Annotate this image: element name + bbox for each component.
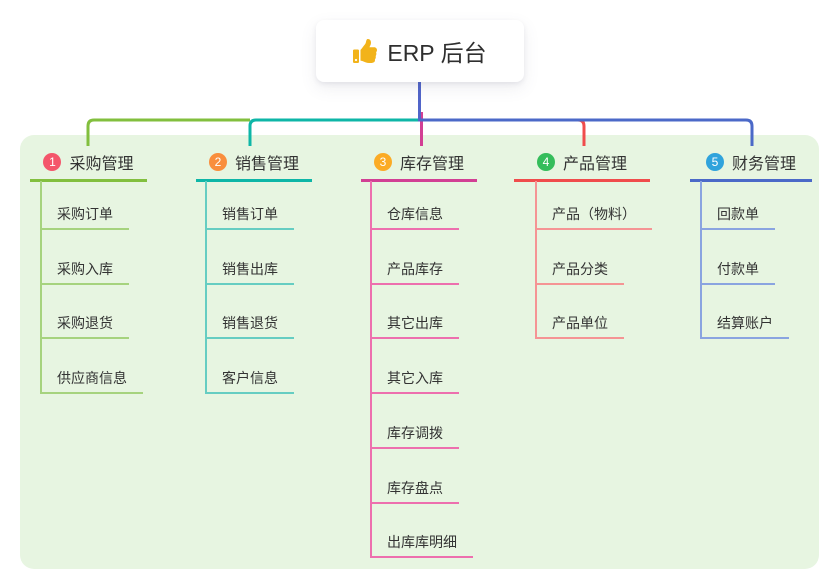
branch-node-5[interactable]: 5 财务管理: [690, 149, 812, 182]
thumbs-up-icon: [353, 39, 378, 63]
child-rail-line: [370, 181, 372, 559]
child-node[interactable]: 回款单: [700, 204, 775, 230]
child-node[interactable]: 销售订单: [205, 204, 294, 230]
child-node[interactable]: 出库库明细: [370, 532, 473, 558]
branch-number-badge: 3: [373, 153, 392, 171]
branch-label: 库存管理: [399, 156, 464, 173]
child-node[interactable]: 库存调拨: [370, 423, 459, 449]
branch-node-2[interactable]: 2 销售管理: [196, 149, 312, 182]
child-node[interactable]: 仓库信息: [370, 204, 459, 230]
branch-label: 财务管理: [731, 156, 796, 173]
mindmap-background-panel: [20, 135, 819, 569]
child-node[interactable]: 产品库存: [370, 259, 459, 285]
child-node[interactable]: 付款单: [700, 259, 775, 285]
branch-node-3[interactable]: 3 库存管理: [361, 149, 477, 182]
branch-label: 销售管理: [234, 156, 299, 173]
child-node[interactable]: 供应商信息: [40, 368, 143, 394]
child-node[interactable]: 其它入库: [370, 368, 459, 394]
child-rail-line: [535, 181, 537, 340]
child-node[interactable]: 产品（物料）: [535, 204, 652, 230]
branch-number-badge: 2: [208, 153, 227, 171]
child-rail-line: [40, 181, 42, 395]
root-node[interactable]: ERP 后台: [316, 20, 524, 82]
child-node[interactable]: 销售出库: [205, 259, 294, 285]
branch-node-1[interactable]: 1 采购管理: [30, 149, 147, 182]
root-node-label: ERP 后台: [387, 40, 487, 66]
child-node[interactable]: 销售退货: [205, 313, 294, 339]
child-node[interactable]: 产品分类: [535, 259, 624, 285]
child-node[interactable]: 采购退货: [40, 313, 129, 339]
child-rail-line: [205, 181, 207, 395]
child-node[interactable]: 客户信息: [205, 368, 294, 394]
branch-label: 采购管理: [69, 156, 134, 173]
child-node[interactable]: 其它出库: [370, 313, 459, 339]
child-node[interactable]: 结算账户: [700, 313, 789, 339]
branch-label: 产品管理: [562, 156, 627, 173]
branch-node-4[interactable]: 4 产品管理: [514, 149, 650, 182]
branch-number-badge: 4: [536, 153, 555, 171]
child-node[interactable]: 产品单位: [535, 313, 624, 339]
child-node[interactable]: 采购入库: [40, 259, 129, 285]
branch-number-badge: 1: [43, 153, 62, 171]
branch-number-badge: 5: [705, 153, 724, 171]
child-node[interactable]: 库存盘点: [370, 478, 459, 504]
child-node[interactable]: 采购订单: [40, 204, 129, 230]
child-rail-line: [700, 181, 702, 340]
